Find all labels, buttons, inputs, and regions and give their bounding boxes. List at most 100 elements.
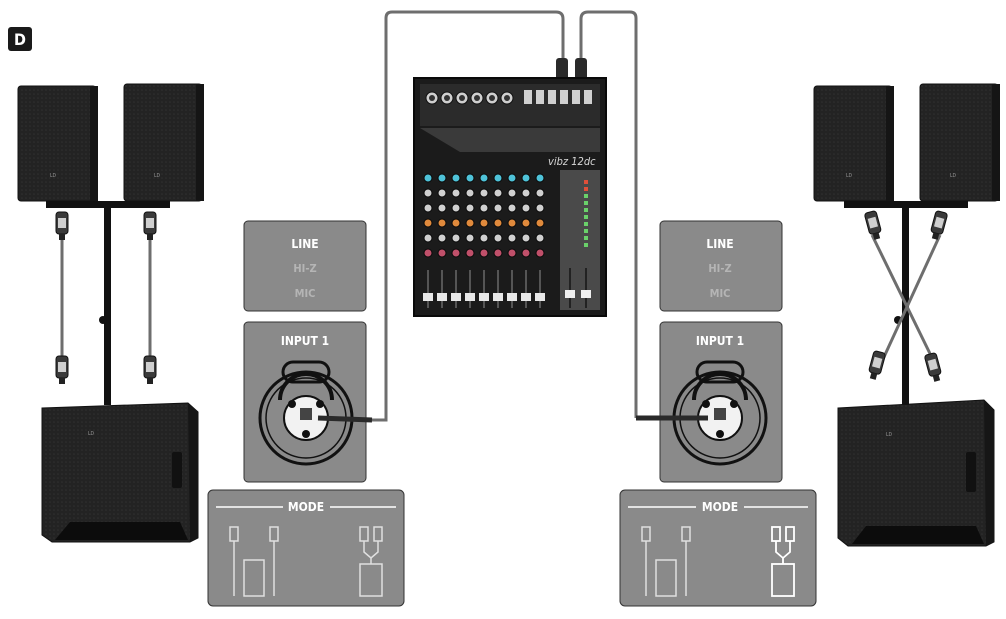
knob-icon <box>437 233 447 243</box>
speakon-connector-icon <box>55 355 69 385</box>
knob-icon <box>493 233 503 243</box>
knob-icon <box>465 203 475 213</box>
knob-icon <box>423 218 433 228</box>
left-mode-hiz: HI-Z <box>293 262 316 275</box>
knob-icon <box>451 203 461 213</box>
knob-icon <box>507 248 517 258</box>
meter-led-icon <box>584 215 588 219</box>
mode-stereo-icon <box>641 526 691 597</box>
fader-icon <box>535 270 545 308</box>
xlr-jack-icon <box>440 91 454 105</box>
speakon-connector-icon <box>923 351 944 384</box>
speakon-connector-icon <box>143 355 157 385</box>
xlr-jack-icon <box>455 91 469 105</box>
trs-jack-icon <box>536 90 544 104</box>
fader-icon <box>465 270 475 308</box>
right-mode-line: LINE <box>706 237 733 251</box>
knob-icon <box>493 188 503 198</box>
left-speaker-b: LD <box>123 83 204 202</box>
speakon-connector-icon <box>866 349 887 382</box>
knob-icon <box>437 203 447 213</box>
right-mode-mic: MIC <box>710 287 731 300</box>
knob-icon <box>535 248 545 258</box>
knob-icon <box>451 173 461 183</box>
left-speaker-b-brand: LD <box>154 173 161 179</box>
knob-icon <box>437 173 447 183</box>
right-input-label: INPUT 1 <box>696 334 744 348</box>
trs-jack-icon <box>560 90 568 104</box>
knob-icon <box>535 173 545 183</box>
trs-jack-icon <box>548 90 556 104</box>
knob-icon <box>535 233 545 243</box>
master-fader-icon <box>581 268 591 308</box>
mixer-model-label: vibz 12dc <box>548 155 596 168</box>
mixer: vibz 12dc <box>413 77 607 317</box>
knob-icon <box>437 188 447 198</box>
left-mode-line: LINE <box>291 237 318 251</box>
xlr-jack-icon <box>425 91 439 105</box>
mixer-faders <box>423 180 591 308</box>
meter-led-icon <box>584 229 588 233</box>
speakon-connector-icon <box>55 211 69 241</box>
left-sub-brand: LD <box>88 431 95 437</box>
knob-icon <box>437 218 447 228</box>
right-speaker-a-brand: LD <box>846 173 853 179</box>
knob-icon <box>437 248 447 258</box>
right-mode-switch-panel: MODE <box>619 489 817 607</box>
fader-icon <box>451 270 461 308</box>
knob-icon <box>507 173 517 183</box>
knob-icon <box>451 218 461 228</box>
right-speaker-b: LD <box>919 83 1000 202</box>
fader-icon <box>423 270 433 308</box>
left-mode-mic: MIC <box>295 287 316 300</box>
knob-icon <box>493 218 503 228</box>
left-pole <box>104 205 111 405</box>
knob-icon <box>507 203 517 213</box>
meter-led-icon <box>584 201 588 205</box>
knob-icon <box>479 203 489 213</box>
knob-icon <box>521 203 531 213</box>
mode-mono-icon <box>359 526 383 597</box>
meter-led-icon <box>584 187 588 191</box>
left-mount-bar <box>46 201 170 208</box>
right-input-jack-panel: INPUT 1 <box>636 321 783 483</box>
figure-label: D <box>14 30 26 49</box>
figure-label-badge: D <box>8 27 32 51</box>
knob-icon <box>479 173 489 183</box>
knob-icon <box>465 218 475 228</box>
left-mode-switch-panel: MODE <box>207 489 405 607</box>
right-sub-brand: LD <box>886 432 893 438</box>
knob-icon <box>451 233 461 243</box>
right-speaker-system: LD LD LD <box>813 83 1000 547</box>
right-speaker-b-brand: LD <box>950 173 957 179</box>
trs-jack-icon <box>584 90 592 104</box>
knob-icon <box>465 173 475 183</box>
knob-icon <box>479 248 489 258</box>
knob-icon <box>521 233 531 243</box>
left-speaker-a-brand: LD <box>50 173 57 179</box>
fader-icon <box>493 270 503 308</box>
knob-icon <box>535 203 545 213</box>
fader-icon <box>507 270 517 308</box>
mode-stereo-icon <box>229 526 279 597</box>
trs-jack-icon <box>524 90 532 104</box>
knob-icon <box>479 233 489 243</box>
fader-icon <box>521 270 531 308</box>
knob-icon <box>521 218 531 228</box>
meter-led-icon <box>584 222 588 226</box>
knob-icon <box>521 173 531 183</box>
speakon-connector-icon <box>863 209 884 242</box>
trs-jack-icon <box>572 90 580 104</box>
mixer-output-cables <box>372 10 638 422</box>
knob-icon <box>423 248 433 258</box>
left-input-jack-panel: INPUT 1 <box>243 321 373 483</box>
mode-mono-icon <box>771 526 795 597</box>
left-speaker-a: LD <box>17 85 98 202</box>
right-mode-hiz: HI-Z <box>708 262 731 275</box>
right-speaker-a: LD <box>813 85 894 202</box>
meter-led-icon <box>584 180 588 184</box>
knob-icon <box>423 233 433 243</box>
right-input-mode-panel: LINE HI-Z MIC <box>659 220 783 312</box>
knob-icon <box>535 188 545 198</box>
